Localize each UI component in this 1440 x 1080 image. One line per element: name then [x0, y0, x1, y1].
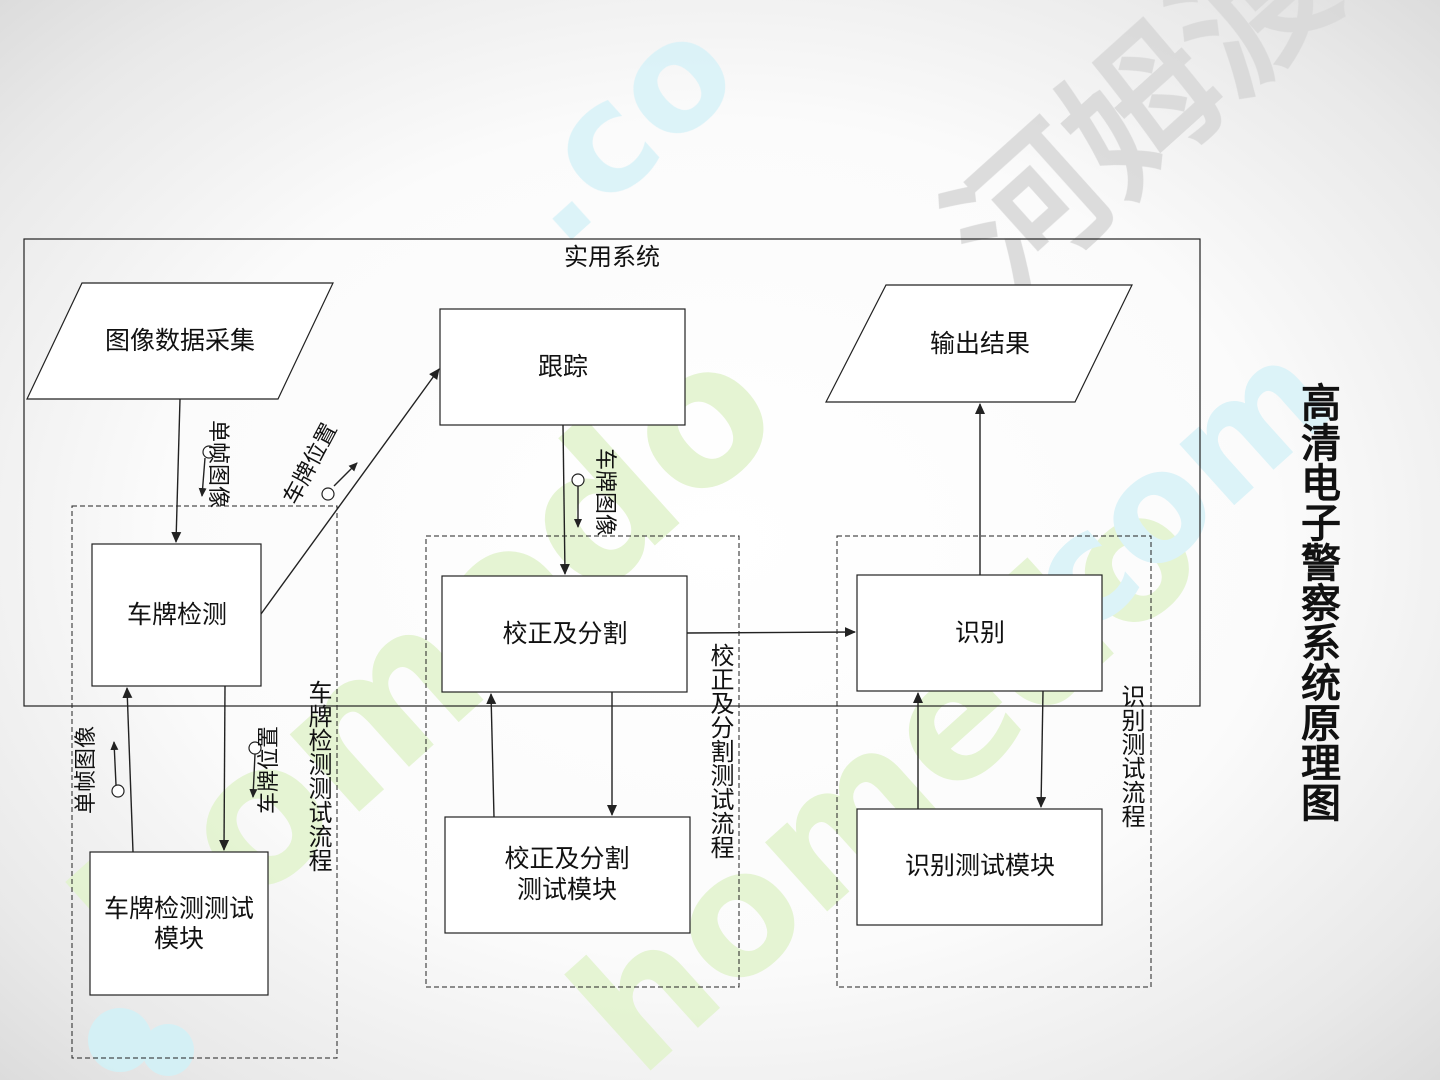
recognize-test-node — [856, 808, 1103, 926]
tracking-node — [439, 308, 686, 426]
plate-detect-label: 车牌检测 — [127, 600, 227, 629]
edge-label-single-frame-left: 单帧图像 — [74, 726, 99, 814]
recognize-test-label: 识别测试模块 — [905, 851, 1055, 880]
edge-label-plate-position-left: 车牌位置 — [257, 726, 282, 814]
flow-marker-plate-position-left — [248, 741, 262, 798]
edge-detect-to-tracking — [260, 368, 440, 615]
page-title: 高清电子警察系统原理图 — [1294, 382, 1340, 822]
edge-label-plate-image: 车牌图像 — [592, 448, 617, 536]
edge-label-single-frame-top: 单帧图像 — [205, 420, 230, 508]
correct-segment-test-node — [444, 816, 691, 934]
plate-detect-test-group — [71, 505, 338, 1059]
correct-test-label-1: 校正及分割 — [504, 844, 629, 873]
plate-detect-test-label-2: 模块 — [154, 924, 204, 953]
correct-segment-node — [441, 575, 688, 693]
plate-detect-node — [91, 543, 262, 687]
plate-detect-flow-label: 车牌检测测试流程 — [304, 680, 332, 872]
svg-text:河姆渡: 河姆渡 — [918, 0, 1369, 327]
flow-marker-single-frame-left — [110, 741, 125, 798]
edge-tracking-to-correct — [559, 424, 570, 575]
recognize-label: 识别 — [955, 618, 1005, 647]
edge-capture-to-detect — [171, 398, 182, 543]
plate-detect-test-node — [89, 851, 269, 996]
correct-flow-label: 校正及分割测试流程 — [706, 643, 734, 859]
edge-detect-test-to-detect — [122, 687, 134, 853]
flow-marker-plate-position-top — [321, 462, 358, 501]
output-label: 输出结果 — [930, 329, 1030, 358]
edge-correct-to-recognize — [686, 627, 856, 638]
image-capture-label: 图像数据采集 — [105, 326, 255, 355]
edge-detect-to-detect-test — [219, 685, 230, 851]
flow-marker-single-frame-top — [198, 445, 216, 497]
edge-correct-test-to-correct — [486, 693, 497, 818]
recognize-flow-label: 识别测试流程 — [1117, 684, 1145, 828]
image-capture-node — [26, 282, 334, 400]
edge-recognize-to-recognize-test — [1036, 690, 1047, 808]
plate-detect-test-label-1: 车牌检测测试 — [104, 894, 254, 923]
output-node — [825, 284, 1133, 403]
practical-system-label: 实用系统 — [564, 243, 660, 271]
correct-segment-test-group — [425, 535, 740, 988]
correct-segment-label: 校正及分割 — [502, 619, 627, 648]
recognize-test-group — [836, 535, 1152, 988]
correct-test-label-2: 测试模块 — [517, 875, 617, 904]
flow-marker-plate-image — [571, 473, 585, 528]
tracking-label: 跟踪 — [538, 352, 588, 381]
svg-text:.co: .co — [468, 0, 769, 277]
